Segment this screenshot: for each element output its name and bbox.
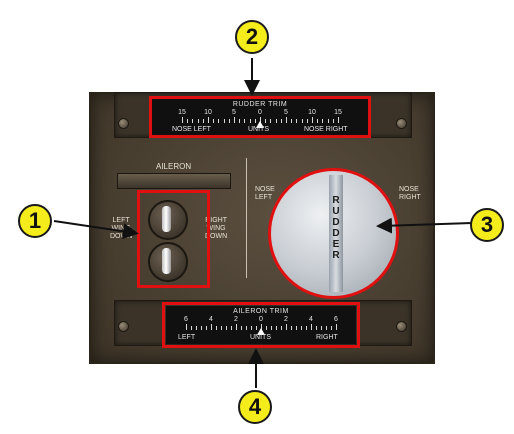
callout-1: 1 bbox=[18, 204, 52, 238]
nose-left-line1: NOSE bbox=[255, 186, 275, 194]
callout-4: 4 bbox=[238, 390, 272, 424]
nose-right-line2: RIGHT bbox=[399, 194, 421, 202]
screw-icon bbox=[118, 321, 129, 332]
nose-left-line2: LEFT bbox=[255, 194, 275, 202]
rudder-knob-letter: R bbox=[331, 195, 341, 206]
screw-icon bbox=[396, 118, 407, 129]
rudder-knob-letter: E bbox=[331, 239, 341, 250]
nose-right-line1: NOSE bbox=[399, 186, 421, 194]
aileron-label-plate bbox=[117, 173, 231, 189]
callout-3: 3 bbox=[470, 208, 504, 242]
left-wing-down-line2: WING bbox=[110, 225, 132, 233]
aileron-switch-title: AILERON bbox=[156, 163, 191, 171]
nose-right-label: NOSE RIGHT bbox=[399, 186, 421, 202]
screw-icon bbox=[118, 118, 129, 129]
panel-divider bbox=[246, 158, 247, 278]
rudder-trim-highlight bbox=[149, 96, 371, 138]
screw-icon bbox=[396, 321, 407, 332]
nose-left-label: NOSE LEFT bbox=[255, 186, 275, 202]
rudder-knob-letter: D bbox=[331, 228, 341, 239]
left-wing-down-line3: DOWN bbox=[110, 233, 132, 241]
left-wing-down-label: LEFT WING DOWN bbox=[110, 217, 132, 241]
aileron-switch-highlight bbox=[137, 190, 210, 288]
callout-2: 2 bbox=[235, 20, 269, 54]
aileron-trim-highlight bbox=[162, 302, 360, 348]
rudder-knob-letter: R bbox=[331, 250, 341, 261]
left-wing-down-line1: LEFT bbox=[110, 217, 132, 225]
rudder-knob-letter: U bbox=[331, 206, 341, 217]
rudder-knob-letter: D bbox=[331, 217, 341, 228]
